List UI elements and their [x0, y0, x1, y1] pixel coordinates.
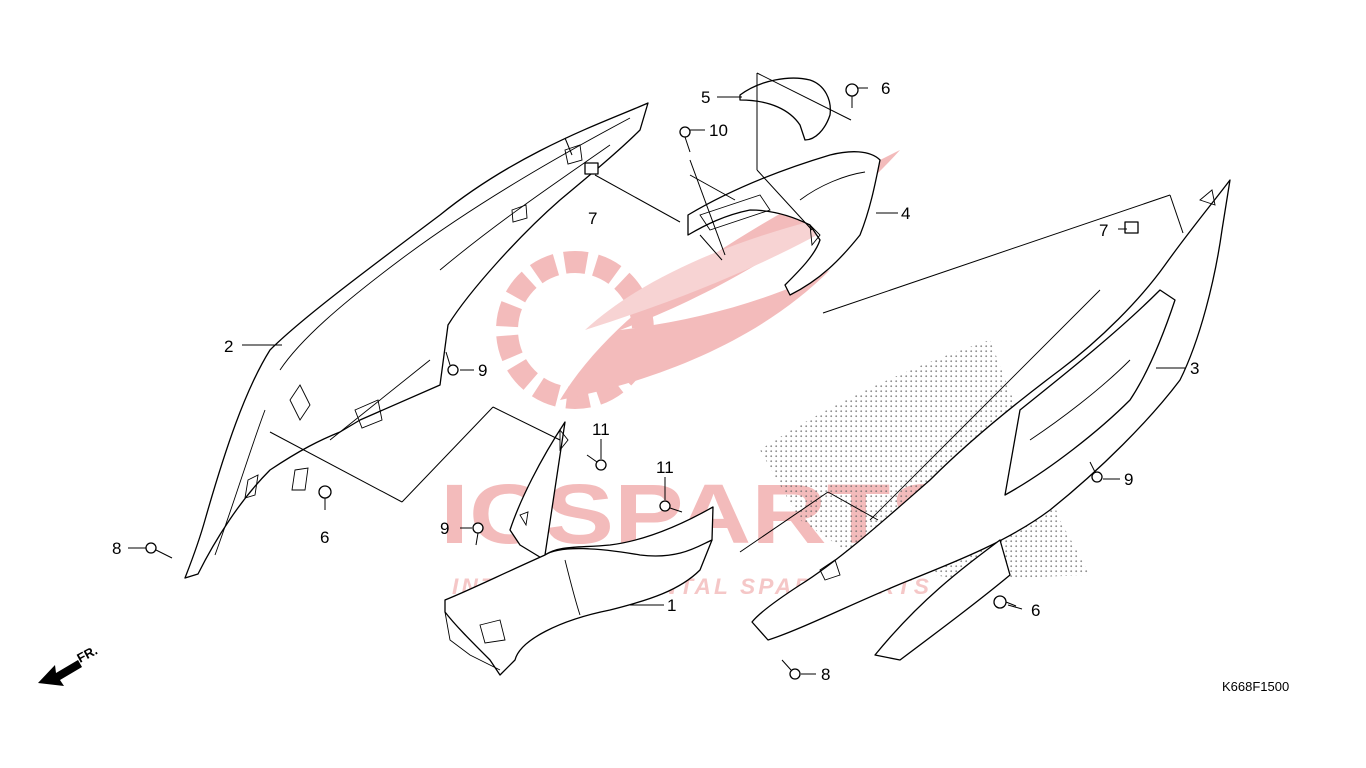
- callout-7-left: 7: [588, 209, 597, 228]
- callout-1: 1: [667, 596, 676, 615]
- callout-6-right: 6: [1031, 601, 1040, 620]
- callout-9-left: 9: [478, 361, 487, 380]
- callout-2: 2: [224, 337, 233, 356]
- screw-icon: [472, 522, 484, 546]
- part-3-right-cover: [751, 179, 1231, 661]
- screw-icon: [659, 500, 683, 513]
- front-arrow-icon: [38, 660, 82, 686]
- callout-5: 5: [701, 88, 710, 107]
- drawing-code: K668F1500: [1222, 679, 1289, 694]
- screw-icon: [679, 126, 691, 153]
- part-4-bracket: [687, 151, 881, 296]
- screw-icon: [781, 659, 801, 680]
- screw-icon: [1089, 461, 1103, 483]
- part-1-lower-cover: [444, 421, 714, 676]
- callout-7-right: 7: [1099, 221, 1108, 240]
- clip-nut-icon: [584, 162, 599, 175]
- callout-8-right: 8: [821, 665, 830, 684]
- callout-8-left: 8: [112, 539, 121, 558]
- callout-6-top: 6: [881, 79, 890, 98]
- callout-10: 10: [709, 121, 728, 140]
- bolt-icon: [993, 595, 1017, 609]
- fasteners: [145, 83, 1139, 680]
- screw-icon: [586, 454, 607, 471]
- callout-9-center: 9: [440, 519, 449, 538]
- part-5-small-bracket: [739, 77, 831, 141]
- clip-nut-icon: [1124, 221, 1139, 234]
- front-direction-indicator: FR.: [38, 643, 100, 686]
- callout-3: 3: [1190, 359, 1199, 378]
- callout-labels: 1 2 3 4 5 6 6 6 7 7 8 8 9 9 9 10 11 11: [112, 79, 1199, 684]
- screw-icon: [445, 351, 459, 376]
- leader-lines: [128, 87, 1185, 675]
- bolt-icon: [318, 485, 332, 510]
- part-2-left-cover: [184, 102, 649, 579]
- callout-11-top: 11: [592, 420, 610, 439]
- callout-11-center: 11: [656, 458, 674, 477]
- callout-9-right: 9: [1124, 470, 1133, 489]
- callout-6-left: 6: [320, 528, 329, 547]
- bolt-icon: [845, 83, 859, 108]
- assembly-lines: [269, 72, 1184, 553]
- callout-4: 4: [901, 204, 910, 223]
- screw-icon: [145, 542, 173, 559]
